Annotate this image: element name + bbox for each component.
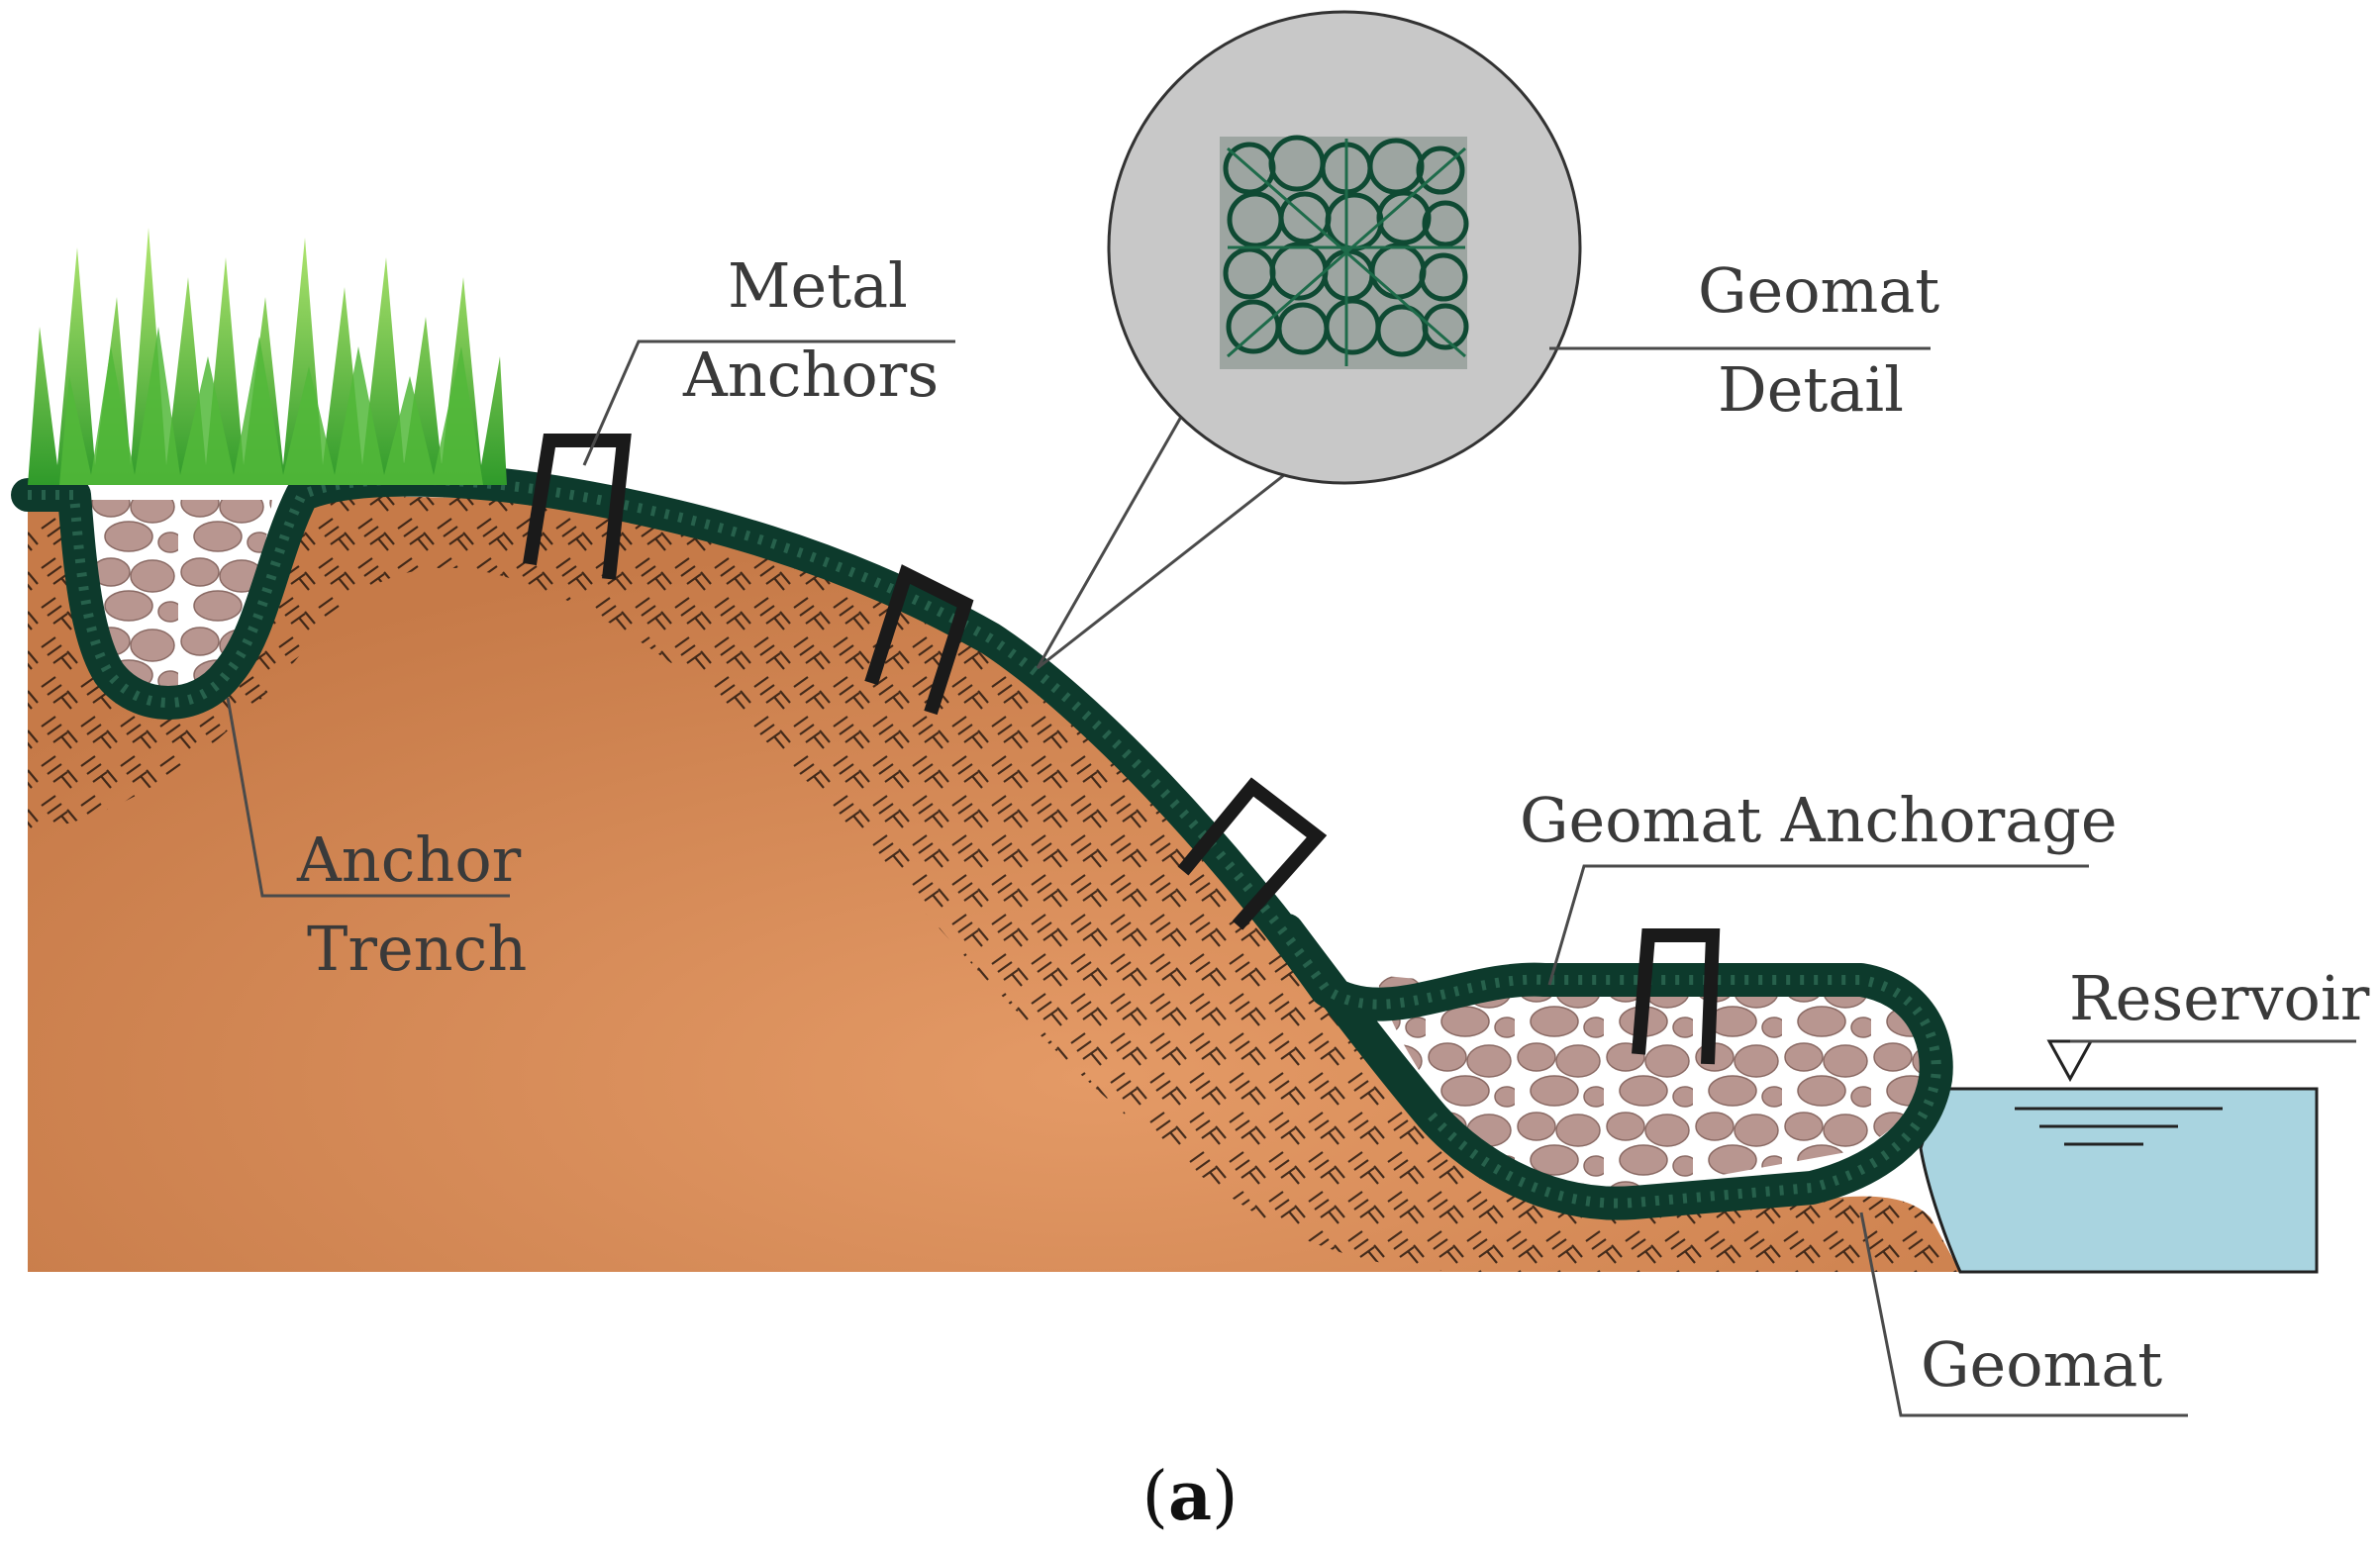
label-anchor: Anchor <box>296 824 522 896</box>
caption-letter: a <box>1168 1457 1212 1536</box>
metal-anchors-leader <box>582 340 955 466</box>
geomat-texture <box>28 474 1941 1209</box>
label-reservoir: Reservoir <box>2069 962 2370 1034</box>
label-geomat-anchorage: Geomat Anchorage <box>1520 784 2118 856</box>
grass-tuft <box>28 228 507 485</box>
metal-anchor-2 <box>864 564 974 716</box>
hatched-subsoil <box>28 495 1960 1272</box>
metal-anchor-4 <box>1632 928 1721 1065</box>
caption-open: ( <box>1141 1458 1168 1536</box>
label-trench: Trench <box>307 913 527 985</box>
trench-stone-fill <box>84 500 272 693</box>
label-geomat: Geomat <box>1921 1328 2162 1401</box>
water-level-symbol <box>2046 1039 2094 1083</box>
toe-stone-fill <box>1376 975 1927 1194</box>
geomat-sample <box>1220 135 1469 369</box>
caption: (a) <box>1141 1457 1238 1536</box>
metal-anchor-1 <box>523 434 632 580</box>
reservoir-water <box>1919 1087 2319 1274</box>
label-geomat-detail-1: Geomat <box>1698 254 1939 327</box>
label-geomat-detail-2: Detail <box>1718 353 1904 426</box>
label-anchors: Anchors <box>682 339 939 411</box>
geomat-leader <box>1859 1212 2188 1417</box>
metal-anchor-3 <box>1177 777 1328 930</box>
metal-anchors <box>523 434 1721 1065</box>
detail-leader-1 <box>1036 395 1195 669</box>
geomat-anchorage-leader <box>1547 864 2089 986</box>
label-metal: Metal <box>728 249 908 322</box>
detail-leader-2 <box>1037 455 1308 670</box>
anchor-trench-leader <box>226 697 510 898</box>
caption-close: ) <box>1212 1458 1239 1536</box>
